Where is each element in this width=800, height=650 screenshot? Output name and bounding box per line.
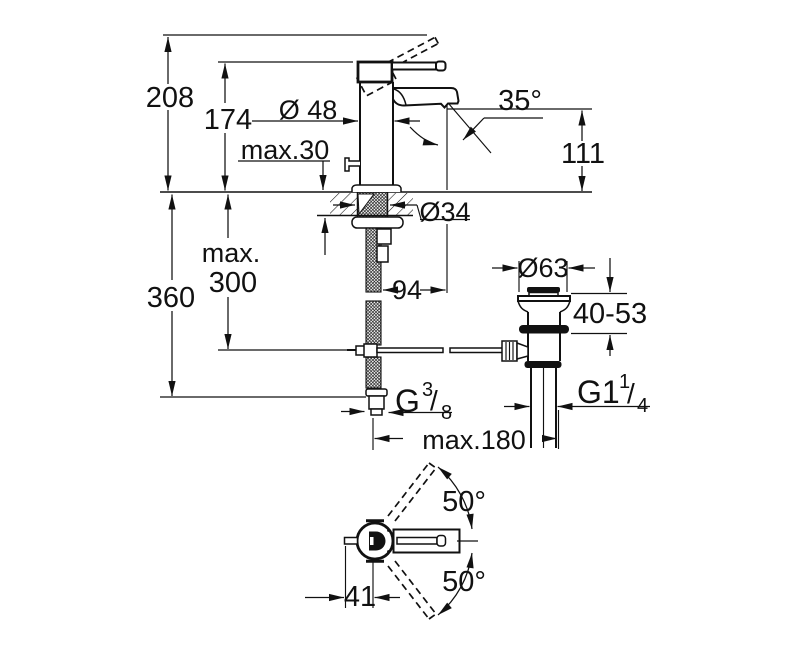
plan-lever-ghost-lower (387, 560, 437, 620)
deck-hatch-left (330, 193, 357, 215)
spout-body-junction-curve (393, 88, 407, 106)
dim-41-label: 41 (344, 581, 376, 613)
waste-flange-taper-right (559, 300, 571, 313)
rod-knob-taper (516, 341, 529, 360)
dimension-arrows (164, 37, 650, 443)
handle-ghost-lever-bottom (390, 42, 439, 70)
ghost-upper-cap (428, 462, 437, 469)
waste-flange (517, 295, 571, 302)
leader-connector-o34 (416, 204, 422, 220)
plan-lever-tip (436, 534, 447, 547)
hose-nut-tip (370, 408, 383, 416)
dim-111-label: 111 (561, 138, 605, 170)
ghost-upper-line-1 (387, 462, 430, 517)
hose-nut-hex (368, 395, 385, 410)
popup-rod-segment-1 (376, 347, 444, 354)
handle-base-block (356, 60, 394, 84)
handle-lever (391, 61, 437, 71)
spout-swivel-arrow (409, 126, 439, 146)
supply-thread-sup: 3 (422, 379, 433, 401)
waste-assembly (501, 287, 571, 448)
plan-screw-dot-bottom (387, 550, 390, 553)
dim-o34-label: Ø34 (419, 197, 470, 227)
plug-cap-top (527, 287, 560, 293)
supply-thread-base: G (395, 383, 420, 419)
dim-o63-label: Ø63 (517, 253, 568, 283)
dim-174-label: 174 (204, 104, 252, 136)
dim-94-label: 94 (392, 275, 422, 305)
installation-section (317, 192, 504, 416)
faucet-front (344, 36, 460, 192)
plan-screw-dot-top (387, 529, 390, 532)
ghost-lower-line-2 (394, 560, 437, 615)
dim-208-label: 208 (146, 82, 194, 114)
dim-50deg-lower-label: 50° (442, 566, 486, 598)
waste-thread-slash: / (627, 378, 635, 409)
shank-step-upper (376, 228, 392, 245)
mounting-nut (351, 216, 404, 229)
swing-arc-upper (437, 466, 474, 530)
angle-35-reference-line (448, 103, 492, 154)
dim-4053-label: 40-53 (573, 298, 647, 330)
supply-thread-slash: / (430, 385, 438, 416)
plan-left-tab (343, 536, 359, 545)
popup-rod-coupler-large (363, 343, 378, 358)
dim-max180-label: max.180 (422, 425, 526, 455)
waste-thread-label: G1 1 / 4 (577, 371, 648, 417)
ghost-lower-cap (428, 613, 437, 620)
horseshoe-washer (357, 193, 375, 216)
front-view-labels: 208 174 Ø 48 max.30 35° 111 Ø34 max. 300… (146, 82, 648, 455)
plan-cartridge-slot (370, 537, 374, 545)
supply-thread-sub: 8 (441, 402, 452, 424)
waste-thread-base: G1 (577, 374, 620, 410)
hose-nut-collar (365, 388, 388, 397)
dim-50deg-upper-label: 50° (442, 486, 486, 518)
dim-35deg-label: 35° (498, 85, 542, 117)
dim-max30-label: max.30 (241, 135, 330, 165)
dim-max300-value: 300 (209, 267, 257, 299)
supply-hose-middle (365, 300, 382, 346)
dim-o48-label: Ø 48 (279, 95, 338, 125)
dim-max300-word: max. (202, 238, 261, 268)
popup-rod-lever (344, 157, 360, 172)
plan-lever-ghost-upper (387, 462, 437, 522)
handle-lever-tip (435, 60, 447, 72)
plan-lever-rod (396, 536, 438, 545)
shank-step-lower (376, 245, 389, 263)
body-base-plate (351, 184, 402, 192)
waste-lower-nut (524, 361, 562, 368)
dim-360-label: 360 (147, 282, 195, 314)
spout (392, 87, 460, 109)
supply-thread-label: G 3 / 8 (395, 379, 452, 424)
swing-arc-lower (437, 552, 474, 616)
handle-ghost-lever-top (386, 36, 436, 64)
waste-seal-ring (519, 325, 569, 334)
supply-hose-lower (365, 356, 382, 389)
plan-view: 50° 50° 41 (305, 462, 486, 620)
waste-thread-sub: 4 (637, 395, 648, 417)
ghost-lower-line-1 (387, 565, 430, 620)
leader-35-arrow (462, 117, 485, 141)
deck-hatch-right (388, 193, 413, 215)
popup-rod-segment-2 (449, 347, 504, 354)
front-view: 208 174 Ø 48 max.30 35° 111 Ø34 max. 300… (146, 34, 650, 455)
ghost-upper-line-2 (394, 467, 437, 522)
handle-ghost-lever-cap (434, 36, 440, 44)
waste-thread-sup: 1 (619, 371, 630, 393)
plan-cartridge-d-shape (369, 531, 386, 551)
waste-flange-taper-left (517, 300, 529, 313)
